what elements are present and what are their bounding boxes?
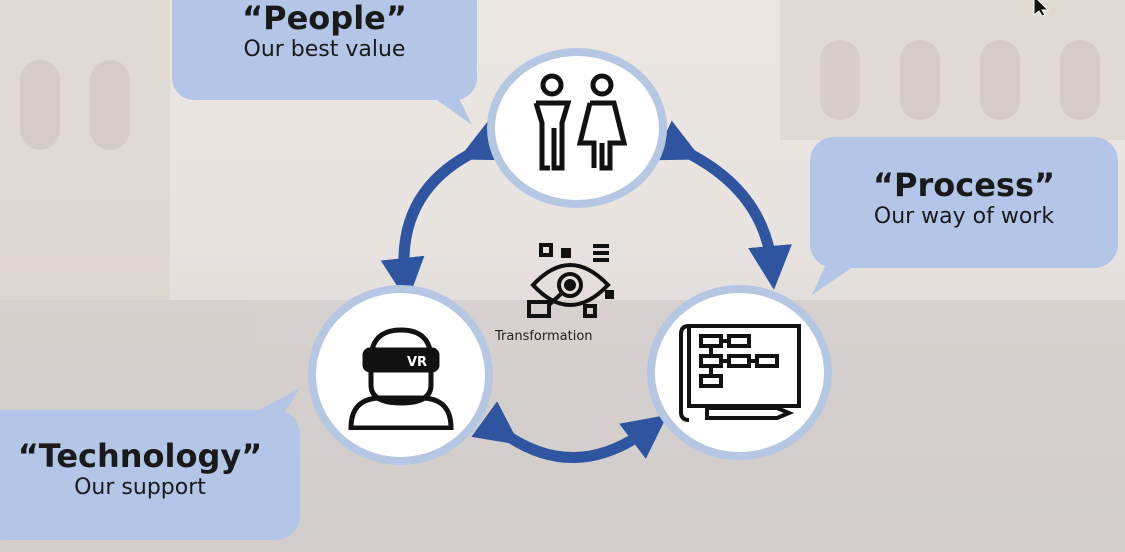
people-circle bbox=[487, 48, 667, 208]
flowchart-blueprint-icon bbox=[679, 323, 801, 422]
arrow-technology-process bbox=[471, 401, 668, 463]
process-bubble: “Process” Our way of work bbox=[810, 137, 1118, 268]
technology-title: “Technology” bbox=[17, 437, 263, 475]
people-bubble: “People” Our best value bbox=[172, 0, 477, 100]
arrow-people-technology bbox=[380, 120, 508, 302]
technology-circle: VR bbox=[308, 285, 493, 465]
technology-bubble: “Technology” Our support bbox=[0, 410, 300, 540]
people-icon bbox=[533, 73, 628, 171]
eye-gear-icon bbox=[527, 243, 614, 318]
technology-subtitle: Our support bbox=[74, 474, 206, 500]
people-subtitle: Our best value bbox=[243, 36, 406, 62]
mouse-cursor-icon bbox=[1033, 0, 1050, 16]
svg-text:VR: VR bbox=[407, 355, 427, 370]
transformation-label: Transformation bbox=[495, 329, 593, 344]
vr-headset-icon: VR bbox=[347, 327, 454, 430]
process-circle bbox=[647, 285, 832, 460]
process-subtitle: Our way of work bbox=[873, 203, 1055, 229]
people-title: “People” bbox=[242, 0, 407, 37]
arrow-people-process bbox=[652, 120, 792, 290]
process-title: “Process” bbox=[872, 166, 1056, 204]
